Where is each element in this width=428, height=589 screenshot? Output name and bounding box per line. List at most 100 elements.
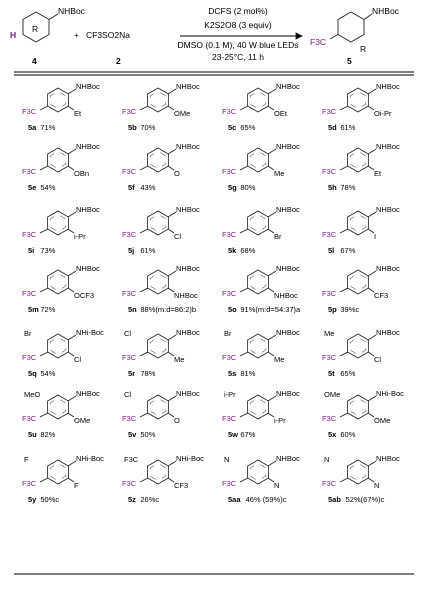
substituent-2: Me	[324, 329, 334, 338]
scheme-header	[14, 11, 414, 575]
substituent: I	[374, 232, 376, 241]
benzene-ring	[47, 87, 69, 113]
cf3-group: F3C	[122, 479, 137, 488]
bond-nh	[67, 148, 77, 155]
bond-cf3	[39, 412, 49, 418]
aromatic-bonds	[350, 398, 366, 416]
aromatic-bonds	[350, 214, 366, 232]
substituent: CF3	[374, 291, 388, 300]
benzene-ring	[247, 269, 269, 295]
benzene-ring	[347, 269, 369, 295]
compound-label: 5s	[228, 369, 236, 378]
amine-group: NHBoc	[276, 205, 300, 214]
bond-nh	[167, 88, 177, 95]
bond-cf3	[39, 287, 49, 293]
amine-group: NHi-Boc	[176, 454, 204, 463]
compound-label: 5v	[128, 430, 137, 439]
compound-label: 5u	[28, 430, 37, 439]
cf3-group: F3C	[322, 479, 337, 488]
cf3-group: F3C	[122, 353, 137, 362]
scheme-header-text: NHBoc H R 4 + CF3SO2Na 2 DCFS (2 mol%) K…	[10, 6, 400, 66]
bond-cf3	[139, 165, 149, 171]
substituent: N	[274, 481, 279, 490]
compound-label: 5r	[128, 369, 135, 378]
bond-nh	[167, 211, 177, 218]
bond-sub	[367, 287, 375, 293]
compound-label: 5l	[328, 246, 334, 255]
bond-cf3	[139, 351, 149, 357]
amine-group: NHBoc	[276, 264, 300, 273]
substituent-2: Cl	[124, 390, 131, 399]
compound-label: 5o	[228, 305, 237, 314]
aromatic-bonds	[350, 337, 366, 355]
cf3-group: F3C	[22, 414, 37, 423]
compound-yield: 73%	[40, 246, 55, 255]
bond-nh	[367, 88, 377, 95]
bond-nh	[267, 88, 277, 95]
compound-label: 5ab	[328, 495, 341, 504]
substituent-2: F	[24, 455, 29, 464]
substituent: NHBoc	[274, 291, 298, 300]
substituent: O	[174, 169, 180, 178]
compound-label: 5f	[128, 183, 135, 192]
benzene-ring	[247, 459, 269, 485]
substituent: OMe	[374, 416, 390, 425]
substituent-2: OMe	[324, 390, 340, 399]
compound-label: 5g	[228, 183, 237, 192]
cf3-group: F3C	[122, 230, 137, 239]
benzene-ring	[247, 394, 269, 420]
substituent: Cl	[374, 355, 381, 364]
product-nhboc: NHBoc	[372, 6, 400, 16]
bond-nh	[67, 334, 77, 341]
amine-group: NHBoc	[76, 82, 100, 91]
cf3-group: F3C	[322, 414, 337, 423]
amine-group: NHBoc	[376, 328, 400, 337]
substituent-2: Br	[224, 329, 232, 338]
amine-group: NHBoc	[276, 82, 300, 91]
amine-group: NHBoc	[176, 205, 200, 214]
amine-group: NHBoc	[276, 454, 300, 463]
substituent: Et	[74, 109, 82, 118]
bond-sub	[267, 105, 275, 111]
amine-group: NHBoc	[176, 142, 200, 151]
aromatic-bonds	[50, 273, 66, 291]
bond-nh	[267, 395, 277, 402]
compound-label: 5m	[28, 305, 39, 314]
bond-nh	[167, 270, 177, 277]
start-r: R	[32, 24, 38, 34]
aromatic-bonds	[250, 398, 266, 416]
bond-cf3	[39, 105, 49, 111]
benzene-ring	[47, 210, 69, 236]
bond-cf3	[339, 228, 349, 234]
bond-cf3	[239, 287, 249, 293]
cf3-group: F3C	[22, 479, 37, 488]
benzene-ring	[347, 147, 369, 173]
bond-sub	[67, 228, 75, 234]
bond-nh	[167, 395, 177, 402]
compound-yield: 65%	[340, 369, 355, 378]
benzene-ring	[347, 210, 369, 236]
benzene-ring	[347, 333, 369, 359]
cf3-group: F3C	[322, 353, 337, 362]
compound-yield: 91%(m:d=54:37)a	[240, 305, 301, 314]
compound-yield: 54%	[40, 183, 55, 192]
compound-label: 5j	[128, 246, 134, 255]
bond-nh	[367, 334, 377, 341]
aromatic-bonds	[250, 337, 266, 355]
bond-cf3	[139, 228, 149, 234]
substituent-2: Cl	[124, 329, 131, 338]
aromatic-bonds	[350, 463, 366, 481]
amine-group: NHBoc	[376, 264, 400, 273]
bond-cf3	[139, 287, 149, 293]
bond-sub	[267, 287, 275, 293]
